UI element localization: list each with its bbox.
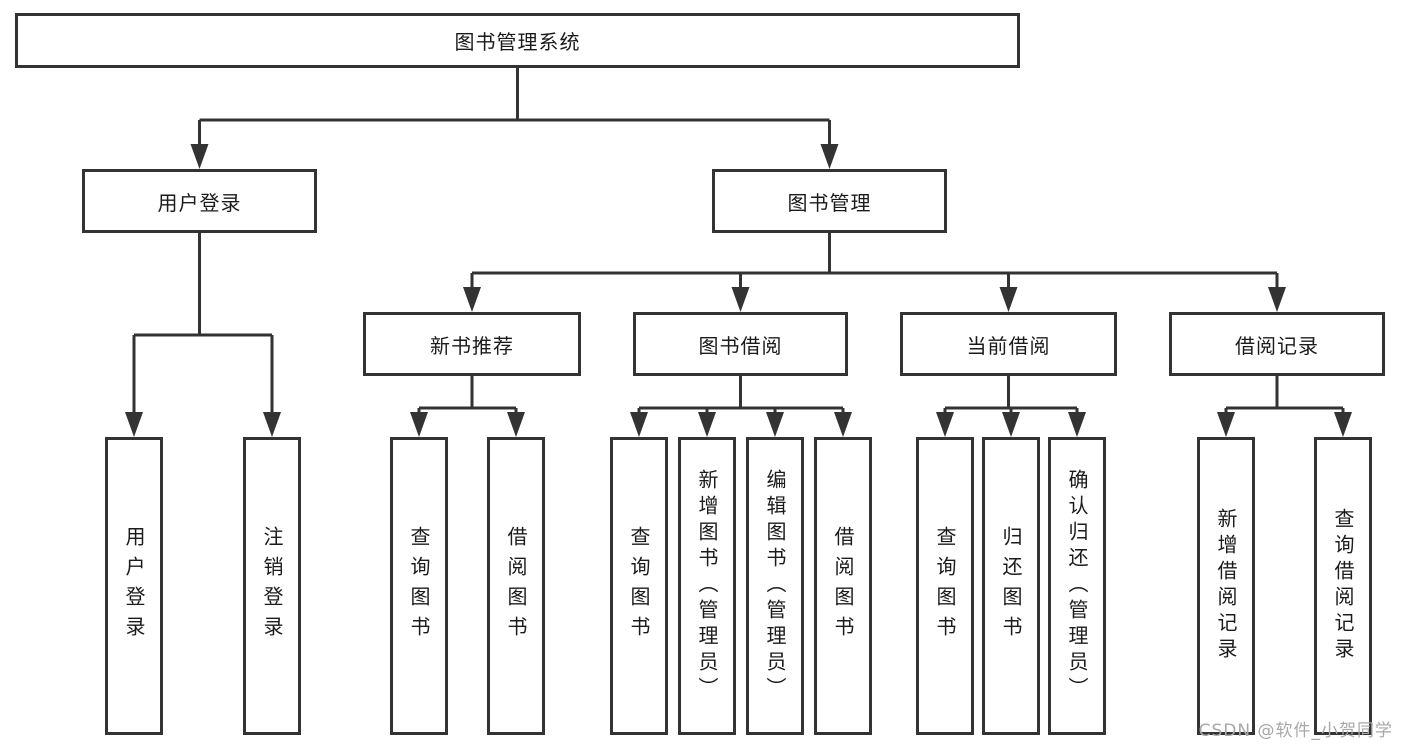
leaf-borrow-books: 借阅图书 [814,437,872,735]
leaf-add-borrow-record: 新增借阅记录 [1197,437,1255,735]
node-book-management: 图书管理 [712,169,947,233]
leaf-user-login: 用户登录 [105,437,163,735]
node-borrow-records: 借阅记录 [1169,312,1385,376]
leaf-confirm-return-admin: 确认归还（管理员） [1048,437,1106,735]
leaf-logout: 注销登录 [243,437,301,735]
leaf-query-borrow-record: 查询借阅记录 [1314,437,1372,735]
node-book-borrow: 图书借阅 [633,312,848,376]
leaf-borrow-books-recommend: 借阅图书 [487,437,545,735]
arrowheads [125,144,1352,437]
node-new-book-recommend: 新书推荐 [363,312,581,376]
leaf-edit-book-admin: 编辑图书（管理员） [746,437,804,735]
node-root-system: 图书管理系统 [15,13,1020,68]
node-current-borrow: 当前借阅 [900,312,1117,376]
leaf-query-books-current: 查询图书 [916,437,974,735]
node-user-login: 用户登录 [82,169,317,233]
csdn-watermark: CSDN @软件_小贺同学 [1198,721,1393,741]
leaf-add-book-admin: 新增图书（管理员） [678,437,736,735]
leaf-query-books-recommend: 查询图书 [390,437,448,735]
leaf-query-books-borrow: 查询图书 [610,437,668,735]
leaf-return-book: 归还图书 [982,437,1040,735]
